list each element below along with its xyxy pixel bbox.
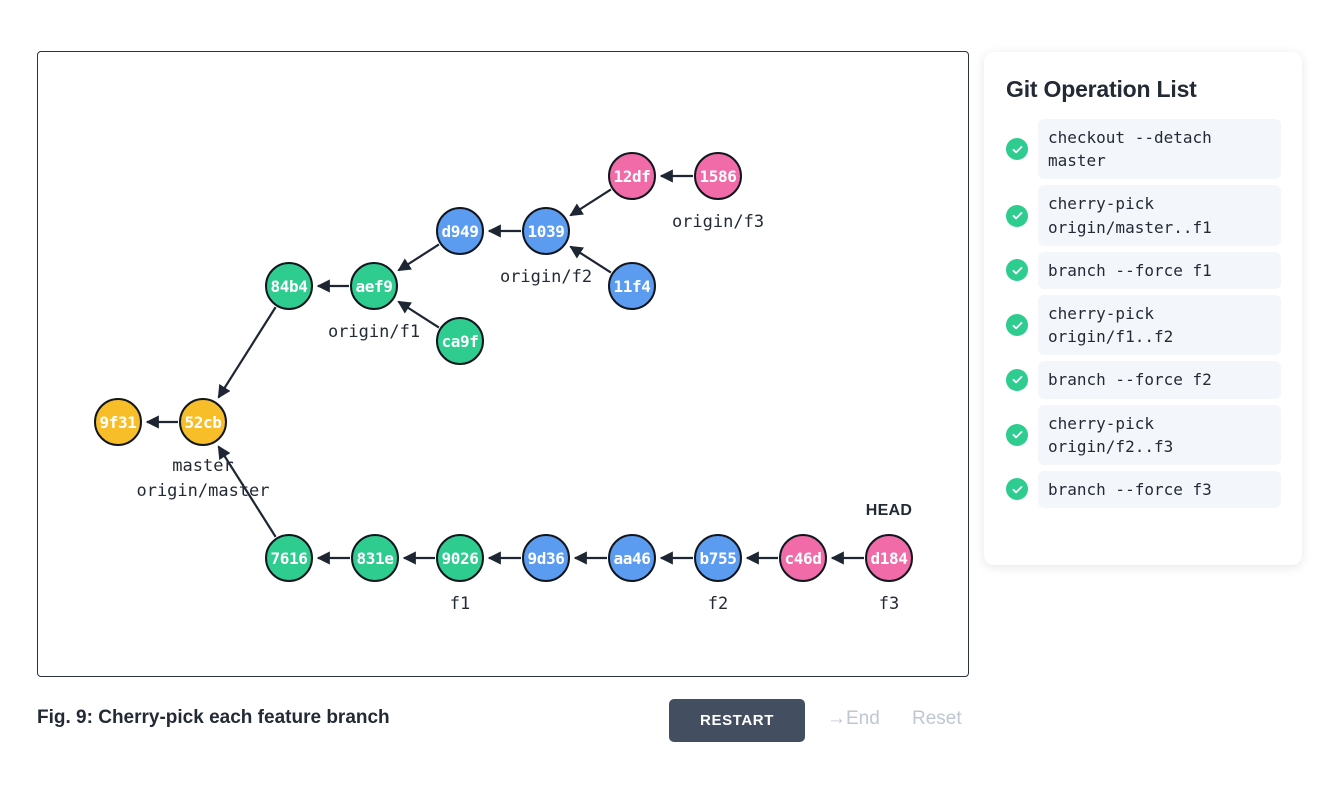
ref-label-origin-f3: origin/f3 (671, 212, 765, 232)
restart-button[interactable]: RESTART (669, 699, 805, 742)
commit-node-aa46[interactable]: aa46 (608, 534, 656, 582)
commit-node-7616[interactable]: 7616 (265, 534, 313, 582)
operation-command-text: branch --force f3 (1038, 470, 1281, 509)
operation-list-title: Git Operation List (1006, 76, 1197, 102)
commit-node-84b4[interactable]: 84b4 (265, 262, 313, 310)
check-circle-icon (1006, 138, 1028, 161)
ref-label-master: master (172, 456, 234, 476)
commit-node-9d36[interactable]: 9d36 (522, 534, 570, 582)
commit-node-b755[interactable]: b755 (694, 534, 742, 582)
commit-node-label: 7616 (270, 548, 308, 568)
check-circle-icon (1006, 204, 1028, 227)
ref-label-branch-f1: f1 (449, 594, 471, 614)
commit-node-label: 11f4 (613, 276, 651, 296)
reset-button[interactable]: Reset (912, 708, 962, 729)
operation-command-text: branch --force f2 (1038, 361, 1281, 399)
operation-command-text: cherry-pick origin/master..f1 (1038, 185, 1281, 246)
commit-node-52cb[interactable]: 52cb (179, 398, 227, 446)
commit-node-label: d184 (870, 548, 908, 568)
commit-node-label: b755 (699, 548, 737, 568)
ref-label-branch-f3: f3 (878, 594, 900, 614)
operation-item[interactable]: branch --force f2 (1006, 361, 1281, 399)
commit-node-label: aa46 (613, 548, 651, 568)
commit-node-831e[interactable]: 831e (351, 534, 399, 582)
commit-node-aef9[interactable]: aef9 (350, 262, 398, 310)
ref-label-origin-f1: origin/f1 (327, 322, 421, 342)
check-circle-icon (1006, 314, 1028, 337)
operation-item[interactable]: cherry-pick origin/f1..f2 (1006, 294, 1281, 356)
commit-node-label: 52cb (184, 412, 222, 432)
operation-item[interactable]: checkout --detach master (1006, 119, 1281, 180)
commit-node-label: 9d36 (527, 548, 565, 568)
commit-node-label: 1039 (527, 221, 565, 241)
ref-label-origin-master: origin/master (136, 481, 270, 501)
commit-node-label: c46d (784, 548, 822, 568)
commit-node-1039[interactable]: 1039 (522, 207, 570, 255)
commit-node-12df[interactable]: 12df (608, 152, 656, 200)
commit-graph-panel (37, 51, 969, 677)
operation-item[interactable]: branch --force f1 (1006, 251, 1281, 289)
commit-node-9026[interactable]: 9026 (436, 534, 484, 582)
ref-label-head: HEAD (865, 502, 913, 519)
commit-node-label: 831e (356, 548, 394, 568)
commit-node-label: ca9f (441, 331, 479, 351)
operation-item[interactable]: branch --force f3 (1006, 470, 1281, 509)
commit-node-c46d[interactable]: c46d (779, 534, 827, 582)
operation-item[interactable]: cherry-pick origin/f2..f3 (1006, 404, 1281, 465)
check-circle-icon (1006, 478, 1028, 501)
commit-node-1586[interactable]: 1586 (694, 152, 742, 200)
commit-node-label: 9026 (441, 548, 479, 568)
commit-node-label: 12df (613, 166, 651, 186)
commit-node-label: 9f31 (99, 412, 137, 432)
operation-command-text: cherry-pick origin/f2..f3 (1038, 404, 1281, 465)
check-circle-icon (1006, 423, 1028, 446)
commit-node-11f4[interactable]: 11f4 (608, 262, 656, 310)
commit-node-d184[interactable]: d184 (865, 534, 913, 582)
commit-node-d949[interactable]: d949 (436, 207, 484, 255)
commit-node-9f31[interactable]: 9f31 (94, 398, 142, 446)
commit-node-label: d949 (441, 221, 479, 241)
ref-label-branch-f2: f2 (707, 594, 729, 614)
commit-node-label: 84b4 (270, 276, 308, 296)
commit-node-label: aef9 (355, 276, 393, 296)
commit-node-ca9f[interactable]: ca9f (436, 317, 484, 365)
operation-item[interactable]: cherry-pick origin/master..f1 (1006, 185, 1281, 246)
operation-command-text: cherry-pick origin/f1..f2 (1038, 294, 1281, 356)
operation-command-text: checkout --detach master (1038, 119, 1281, 180)
go-to-end-button[interactable]: →End (827, 708, 880, 729)
ref-label-origin-f2: origin/f2 (499, 267, 593, 287)
commit-node-label: 1586 (699, 166, 737, 186)
check-circle-icon (1006, 368, 1028, 391)
git-operation-list-panel: Git Operation List checkout --detach mas… (984, 52, 1302, 565)
operation-command-text: branch --force f1 (1038, 251, 1281, 289)
figure-caption: Fig. 9: Cherry-pick each feature branch (37, 707, 390, 728)
check-circle-icon (1006, 259, 1028, 282)
